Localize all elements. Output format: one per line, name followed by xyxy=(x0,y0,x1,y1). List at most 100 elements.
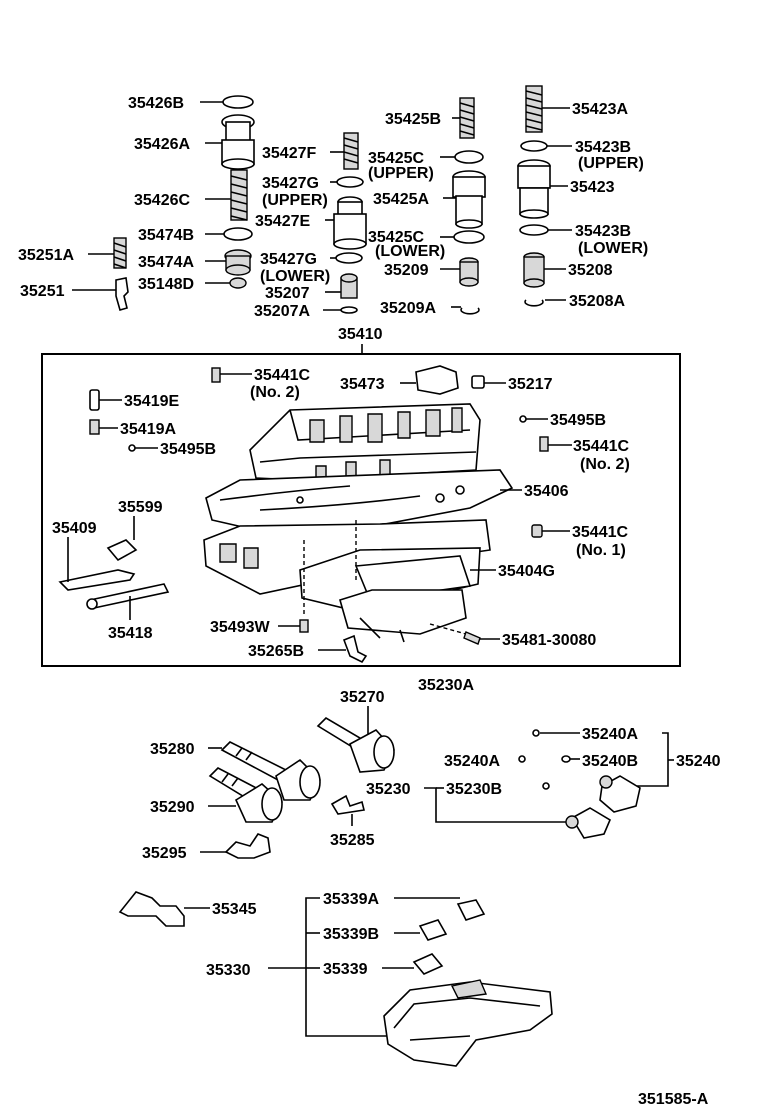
label-35423B-upper: 35423B xyxy=(575,139,631,156)
part-35240-group: 35240A 35240 35240A 35240B 35230B xyxy=(444,726,721,839)
label-35495B-b: 35495B xyxy=(550,412,606,429)
label-35339: 35339 xyxy=(323,961,368,978)
part-35473: 35473 xyxy=(340,365,459,395)
part-35345: 35345 xyxy=(118,891,257,927)
label-35406: 35406 xyxy=(524,483,569,500)
label-35427G-upper-sub: (UPPER) xyxy=(262,192,328,209)
part-35295: 35295 xyxy=(142,833,271,862)
label-35426C: 35426C xyxy=(134,192,190,209)
part-35427F: 35427F xyxy=(262,132,359,170)
part-35495B-b: 35495B xyxy=(519,412,606,429)
part-35208: 35208 xyxy=(523,252,613,288)
part-35441C-no2-a: 35441C (No. 2) xyxy=(211,367,310,401)
label-35425B: 35425B xyxy=(385,111,441,128)
label-35441C-c-sub: (No. 1) xyxy=(576,542,626,559)
label-35419E: 35419E xyxy=(124,393,179,410)
part-35419E: 35419E xyxy=(89,389,179,411)
label-35423B-lower-sub: (LOWER) xyxy=(578,240,648,257)
label-35427G-upper: 35427G xyxy=(262,175,319,192)
label-35423A: 35423A xyxy=(572,101,628,118)
label-35425C-lower-sub: (LOWER) xyxy=(375,243,445,260)
label-35330: 35330 xyxy=(206,962,251,979)
part-35270: 35270 xyxy=(316,689,395,773)
label-35251: 35251 xyxy=(20,283,65,300)
part-35425A: 35425A xyxy=(373,170,486,229)
part-35493W: 35493W xyxy=(210,520,357,636)
label-35270: 35270 xyxy=(340,689,385,706)
label-35425C-lower: 35425C xyxy=(368,229,424,246)
label-35217: 35217 xyxy=(508,376,553,393)
label-35426A: 35426A xyxy=(134,136,190,153)
label-35423: 35423 xyxy=(570,179,615,196)
part-35207A: 35207A xyxy=(254,303,358,320)
label-35441C-a-sub: (No. 2) xyxy=(250,384,300,401)
part-35406: 35406 xyxy=(205,469,569,541)
label-35207A: 35207A xyxy=(254,303,310,320)
oil-strainer xyxy=(383,979,553,1067)
label-35441C-a: 35441C xyxy=(254,367,310,384)
label-35208A: 35208A xyxy=(569,293,625,310)
part-35481-30080: 35481-30080 xyxy=(429,623,596,649)
label-35493W: 35493W xyxy=(210,619,270,636)
assembly-frame xyxy=(41,353,681,667)
valve-body-bottom xyxy=(339,589,467,643)
part-35251: 35251 xyxy=(20,277,129,311)
label-35240A-b: 35240A xyxy=(444,753,500,770)
label-35409: 35409 xyxy=(52,520,97,537)
part-35474A: 35474A xyxy=(138,249,252,276)
part-35427E: 35427E xyxy=(255,196,367,250)
label-35425C-upper-sub: (UPPER) xyxy=(368,165,434,182)
label-35474B: 35474B xyxy=(138,227,194,244)
label-35474A: 35474A xyxy=(138,254,194,271)
label-35427G-lower-sub: (LOWER) xyxy=(260,268,330,285)
part-35427G-lower: 35427G (LOWER) xyxy=(260,251,363,285)
label-35473: 35473 xyxy=(340,376,385,393)
part-35290: 35290 xyxy=(150,767,283,823)
part-35423A: 35423A xyxy=(525,85,628,133)
label-35240B: 35240B xyxy=(582,753,638,770)
part-35423B-upper: 35423B (UPPER) xyxy=(520,139,644,172)
label-35345: 35345 xyxy=(212,901,257,918)
part-35208A: 35208A xyxy=(524,293,625,310)
label-35419A: 35419A xyxy=(120,421,176,438)
part-35404G: 35404G xyxy=(354,555,555,601)
part-35426B: 35426B xyxy=(128,95,254,112)
part-35285: 35285 xyxy=(330,794,375,849)
part-35495B-a: 35495B xyxy=(128,441,216,458)
label-35251A: 35251A xyxy=(18,247,74,264)
label-35427F: 35427F xyxy=(262,145,316,162)
part-35330-group: 35330 35339A 35339B 35339 xyxy=(206,891,486,1037)
label-35208: 35208 xyxy=(568,262,613,279)
label-35339A: 35339A xyxy=(323,891,379,908)
part-35209: 35209 xyxy=(384,257,479,287)
part-35426C: 35426C xyxy=(134,169,248,221)
label-35295: 35295 xyxy=(142,845,187,862)
label-35426B: 35426B xyxy=(128,95,184,112)
part-35426A: 35426A xyxy=(134,114,255,170)
label-35209: 35209 xyxy=(384,262,429,279)
label-35240: 35240 xyxy=(676,753,721,770)
part-35441C-no2-b: 35441C (No. 2) xyxy=(539,436,630,473)
assembly-35410: 35410 xyxy=(41,326,681,667)
label-35441C-b-sub: (No. 2) xyxy=(580,456,630,473)
label-35441C-b: 35441C xyxy=(573,438,629,455)
part-35148D: 35148D xyxy=(138,276,247,293)
part-35418: 35418 xyxy=(86,583,170,642)
label-35481: 35481-30080 xyxy=(502,632,596,649)
part-35423: 35423 xyxy=(517,159,615,219)
label-35230A: 35230A xyxy=(418,677,474,694)
part-35474B: 35474B xyxy=(138,227,253,244)
label-35423B-lower: 35423B xyxy=(575,223,631,240)
part-35217: 35217 xyxy=(471,375,553,393)
label-35148D: 35148D xyxy=(138,276,194,293)
part-35207: 35207 xyxy=(265,273,358,302)
label-35404G: 35404G xyxy=(498,563,555,580)
label-35495B-a: 35495B xyxy=(160,441,216,458)
part-35425C-lower: 35425C (LOWER) xyxy=(368,229,485,260)
label-35209A: 35209A xyxy=(380,300,436,317)
diagram-id: 351585-A xyxy=(638,1091,709,1108)
part-35427G-upper: 35427G (UPPER) xyxy=(262,175,364,209)
part-35251A: 35251A xyxy=(18,237,127,269)
label-35207: 35207 xyxy=(265,285,310,302)
